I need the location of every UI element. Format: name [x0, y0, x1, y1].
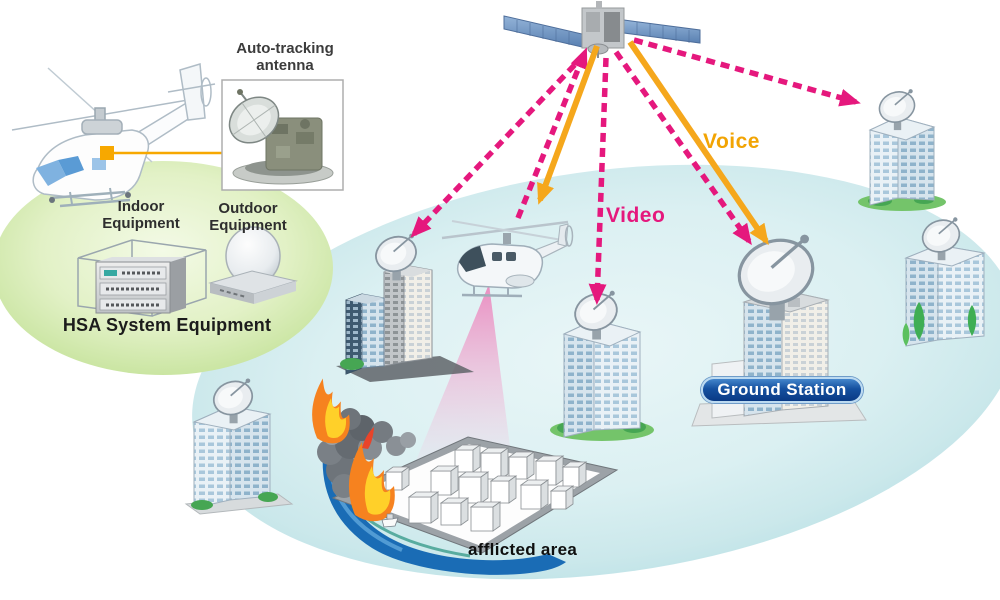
indoor-equipment-label: Indoor Equipment	[93, 198, 189, 233]
relay-helicopter-icon	[441, 220, 574, 298]
outdoor-line2: Equipment	[209, 216, 287, 234]
building-northeast	[858, 86, 946, 211]
voice-signal-label: Voice	[703, 130, 760, 153]
auto-tracking-antenna-photo	[221, 79, 344, 191]
helicopter-sketch-icon	[11, 63, 216, 208]
building-south	[550, 287, 654, 441]
antenna-callout	[100, 146, 222, 160]
outdoor-line1: Outdoor	[218, 200, 278, 217]
arrow-voice-to-ground-station	[627, 40, 769, 246]
camera-beam	[408, 284, 512, 480]
building-southwest	[184, 375, 294, 515]
afflicted-area	[312, 378, 619, 575]
auto-tracking-line1: Auto-tracking	[236, 40, 334, 57]
hsa-system-equipment-label: HSA System Equipment	[62, 315, 272, 335]
indoor-equipment-icon	[77, 239, 207, 317]
auto-tracking-line2: antenna	[256, 56, 314, 74]
indoor-line2: Equipment	[102, 214, 180, 232]
fire-icon	[312, 378, 395, 522]
river	[322, 452, 566, 575]
auto-tracking-antenna-label: Auto-tracking antenna	[214, 40, 356, 75]
arrow-video-to-northeast-building	[633, 37, 861, 107]
indoor-line1: Indoor	[117, 198, 165, 215]
building-west	[336, 230, 474, 382]
arrow-video-to-ground-station	[613, 50, 752, 246]
outdoor-equipment-icon	[208, 226, 298, 304]
signal-arrows	[410, 37, 861, 305]
arrow-video-to-south-building	[588, 57, 609, 305]
ground-station-badge: Ground Station	[701, 377, 863, 403]
building-east	[902, 214, 986, 347]
video-signal-label: Video	[606, 204, 666, 227]
city-buildings-cluster	[384, 444, 588, 532]
arrow-video-to-west-building	[410, 52, 587, 238]
boat-icon	[381, 513, 399, 528]
outdoor-equipment-label: Outdoor Equipment	[196, 200, 300, 235]
afflicted-area-label: afflicted area	[468, 540, 578, 559]
arrow-voice-to-helicopter	[537, 44, 600, 205]
